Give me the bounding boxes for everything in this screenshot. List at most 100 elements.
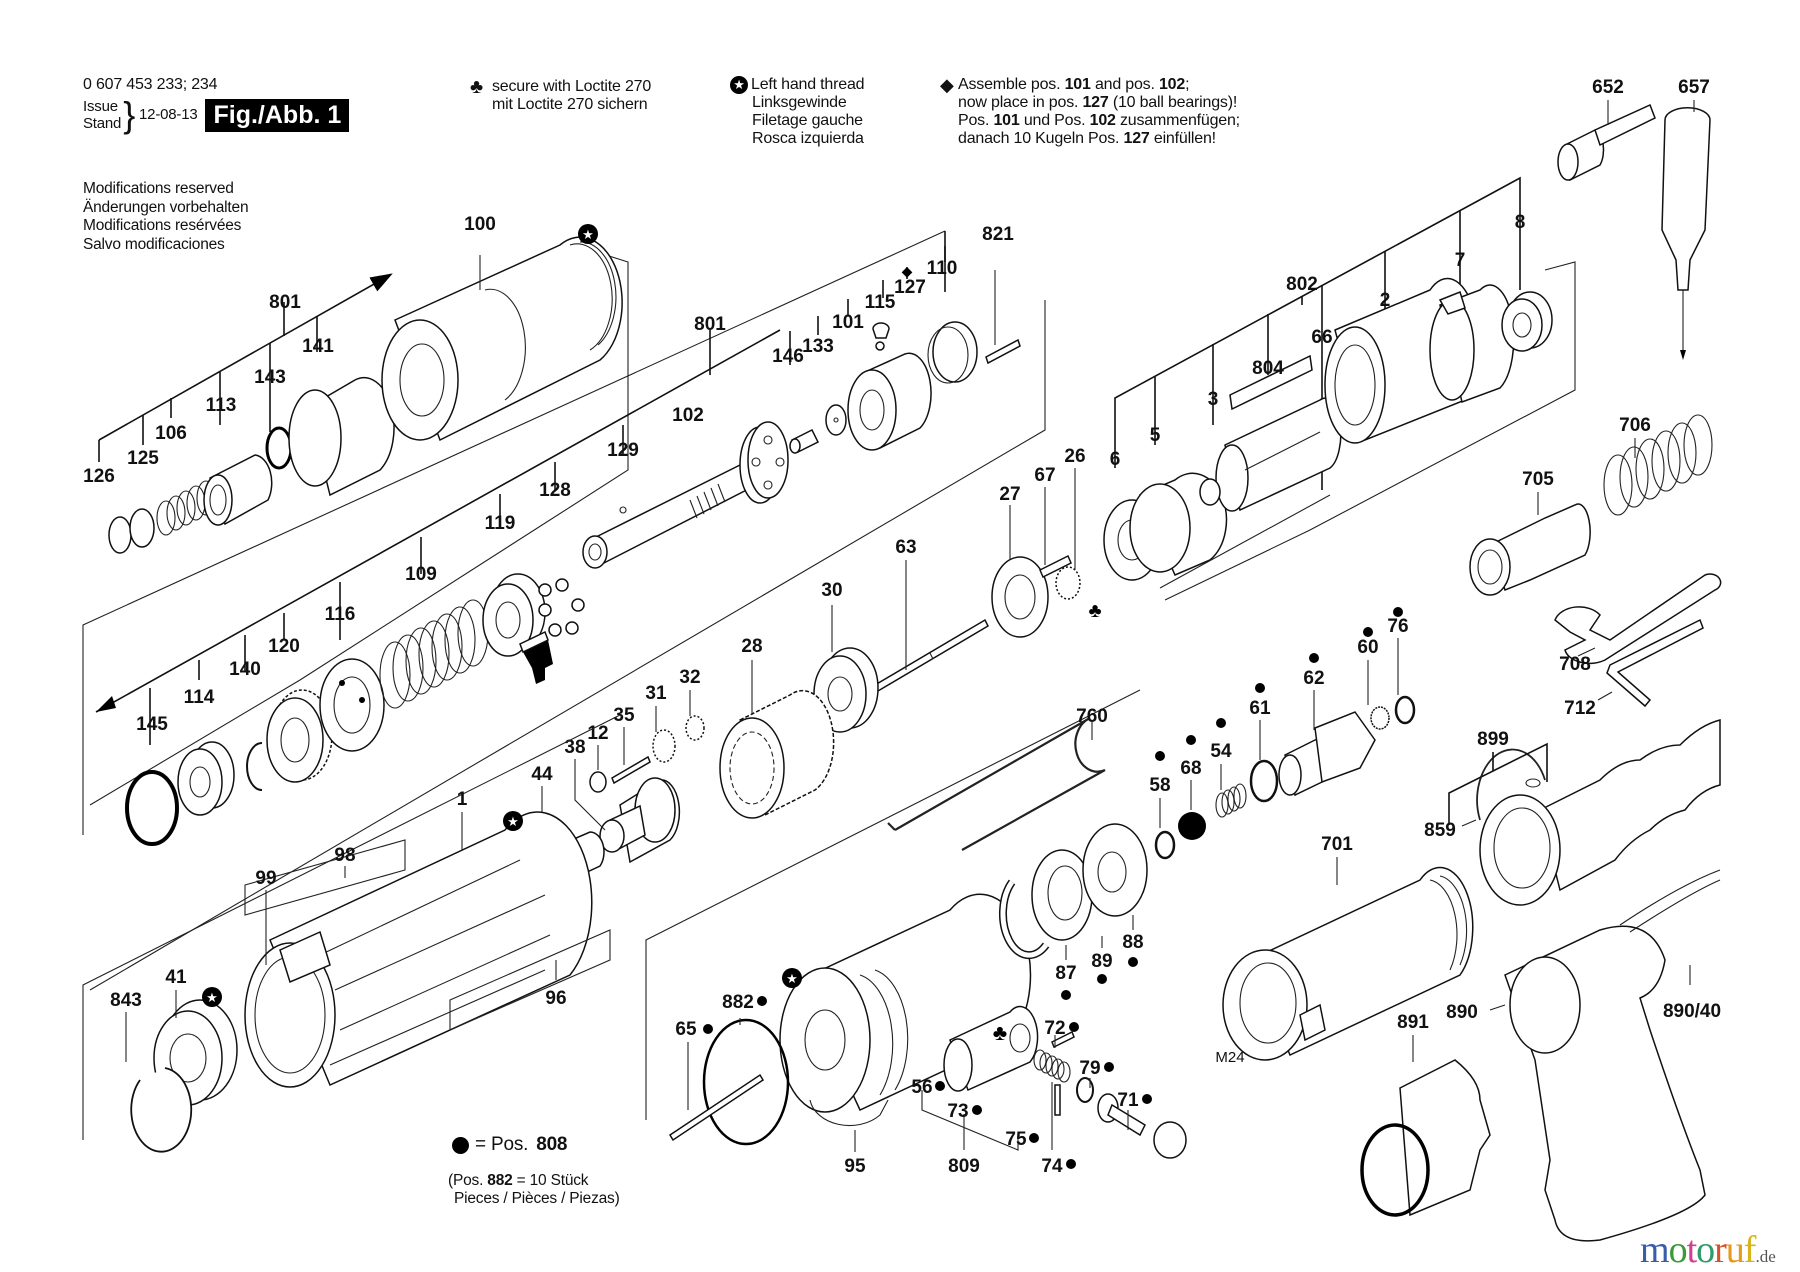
note-line: Assemble pos. 101 and pos. 102; [958,76,1190,93]
part-657-screwdriver [1661,106,1711,360]
part-126 [108,516,132,554]
part-61-o-ring [1249,759,1279,803]
part-27-plate [991,556,1049,638]
label-115: 115 [865,292,896,313]
label-67: 67 [1034,465,1055,486]
watermark-tld: .de [1755,1247,1776,1266]
label-882: 882 [722,992,754,1013]
star-circle-icon: ★ [730,76,748,94]
label-73: 73 [947,1101,968,1122]
part-701-housing [1222,866,1474,1061]
group-d: 63 30 28 32 31 35 12 [531,537,989,883]
label-760: 760 [1076,706,1108,727]
part-706-spring [1603,414,1713,516]
watermark-letter: r [1714,1229,1727,1271]
watermark-letter: o [1696,1229,1715,1271]
group-h: 652 657 706 705 708 [1215,77,1722,1242]
label-129: 129 [607,440,639,461]
modifications-line: Modifications reserved [83,180,234,197]
label-2: 2 [1380,290,1391,311]
label-72: 72 [1044,1018,1065,1039]
figure-badge: Fig./Abb. 1 [205,98,350,132]
svg-text:★: ★ [507,815,519,830]
part-58-o-ring [1154,830,1176,860]
dot-icon [1142,1094,1152,1104]
label-3: 3 [1208,389,1219,410]
part-32-needle-bearing [685,715,705,741]
star-circle-icon: ★ [578,224,598,244]
part-number: 0 607 453 233; 234 [83,76,218,93]
note-line: now place in pos. 127 (10 ball bearings)… [958,94,1238,111]
part-145-o-ring [125,770,179,846]
watermark-letter: u [1725,1229,1745,1271]
label-804: 804 [1252,358,1284,379]
part-882-o-ring [702,1018,790,1146]
label-60: 60 [1357,637,1378,658]
issue-date: 12-08-13 [139,106,198,123]
label-113: 113 [206,395,237,416]
star-circle-icon: ★ [202,987,222,1007]
modifications-notice: Modifications reserved Änderungen vorbeh… [83,180,249,254]
label-701: 701 [1321,834,1353,855]
part-8-bearing [1501,291,1553,352]
label-66: 66 [1311,327,1332,348]
label-41: 41 [165,967,187,988]
dot-icon [1061,990,1071,1000]
club-icon: ♣ [470,76,483,98]
label-890: 890 [1446,1002,1478,1023]
part-12-washer [589,771,607,793]
note-line: Linksgewinde [752,94,847,111]
label-706: 706 [1619,415,1651,436]
part-116 [319,658,385,752]
note-line: Rosca izquierda [752,130,864,147]
part-128-balls [538,578,585,637]
label-87: 87 [1055,963,1076,984]
part-76-o-ring [1394,695,1416,725]
label-98: 98 [334,845,355,866]
star-circle-icon: ★ [782,968,802,988]
group-a: 100 ★ 801 141 143 113 106 125 126 [83,214,629,806]
group-b: 801 102 129 128 119 109 116 120 140 114 … [82,224,1046,991]
label-801: 801 [269,292,301,313]
dot-icon [1216,718,1226,728]
part-143-o-ring [265,426,293,470]
label-32: 32 [679,667,700,688]
label-100: 100 [464,214,496,235]
group-c: ♣ 802 66 804 3 5 6 2 7 8 27 67 26 [991,176,1576,638]
note-loctite: ♣secure with Loctite 270 mit Loctite 270… [470,76,651,114]
issue-label: Issue [83,98,118,115]
svg-text:★: ★ [786,972,798,987]
part-141-sleeve [288,376,395,497]
dot-icon [757,996,767,1006]
note-line: Left hand thread [751,76,865,93]
part-87-c-ring [998,879,1050,960]
part-26-gear [1055,566,1081,600]
watermark-letter: t [1686,1229,1698,1271]
label-119: 119 [485,513,516,534]
club-icon: ♣ [993,1020,1007,1045]
label-31: 31 [645,683,667,704]
label-63: 63 [895,537,916,558]
part-102-shaft [582,421,789,569]
key-symbol-icon [519,630,553,684]
part-101-cylinder [847,352,932,451]
legend-pos-882: (Pos. 882 = 10 Stück Pieces / Pièces / P… [448,1172,620,1208]
dot-icon [1255,683,1265,693]
part-133-washer [825,404,847,436]
label-56: 56 [911,1077,932,1098]
label-712: 712 [1564,698,1596,719]
note-line: Filetage gauche [752,112,863,129]
label-109: 109 [405,564,437,585]
part-129-ball [619,506,627,514]
legend-dot: = Pos. 808 [452,1135,568,1154]
part-66-pin [1159,494,1331,589]
label-5: 5 [1150,425,1161,446]
dot-icon [935,1081,945,1091]
label-38: 38 [564,737,585,758]
stand-label: Stand [83,115,122,132]
part-1-housing [244,811,593,1088]
issue-block: Issue Stand } 12-08-13 Fig./Abb. 1 [83,97,350,133]
star-circle-icon: ★ [503,811,523,831]
note-line: Pos. 101 und Pos. 102 zusammenfügen; [958,112,1240,129]
